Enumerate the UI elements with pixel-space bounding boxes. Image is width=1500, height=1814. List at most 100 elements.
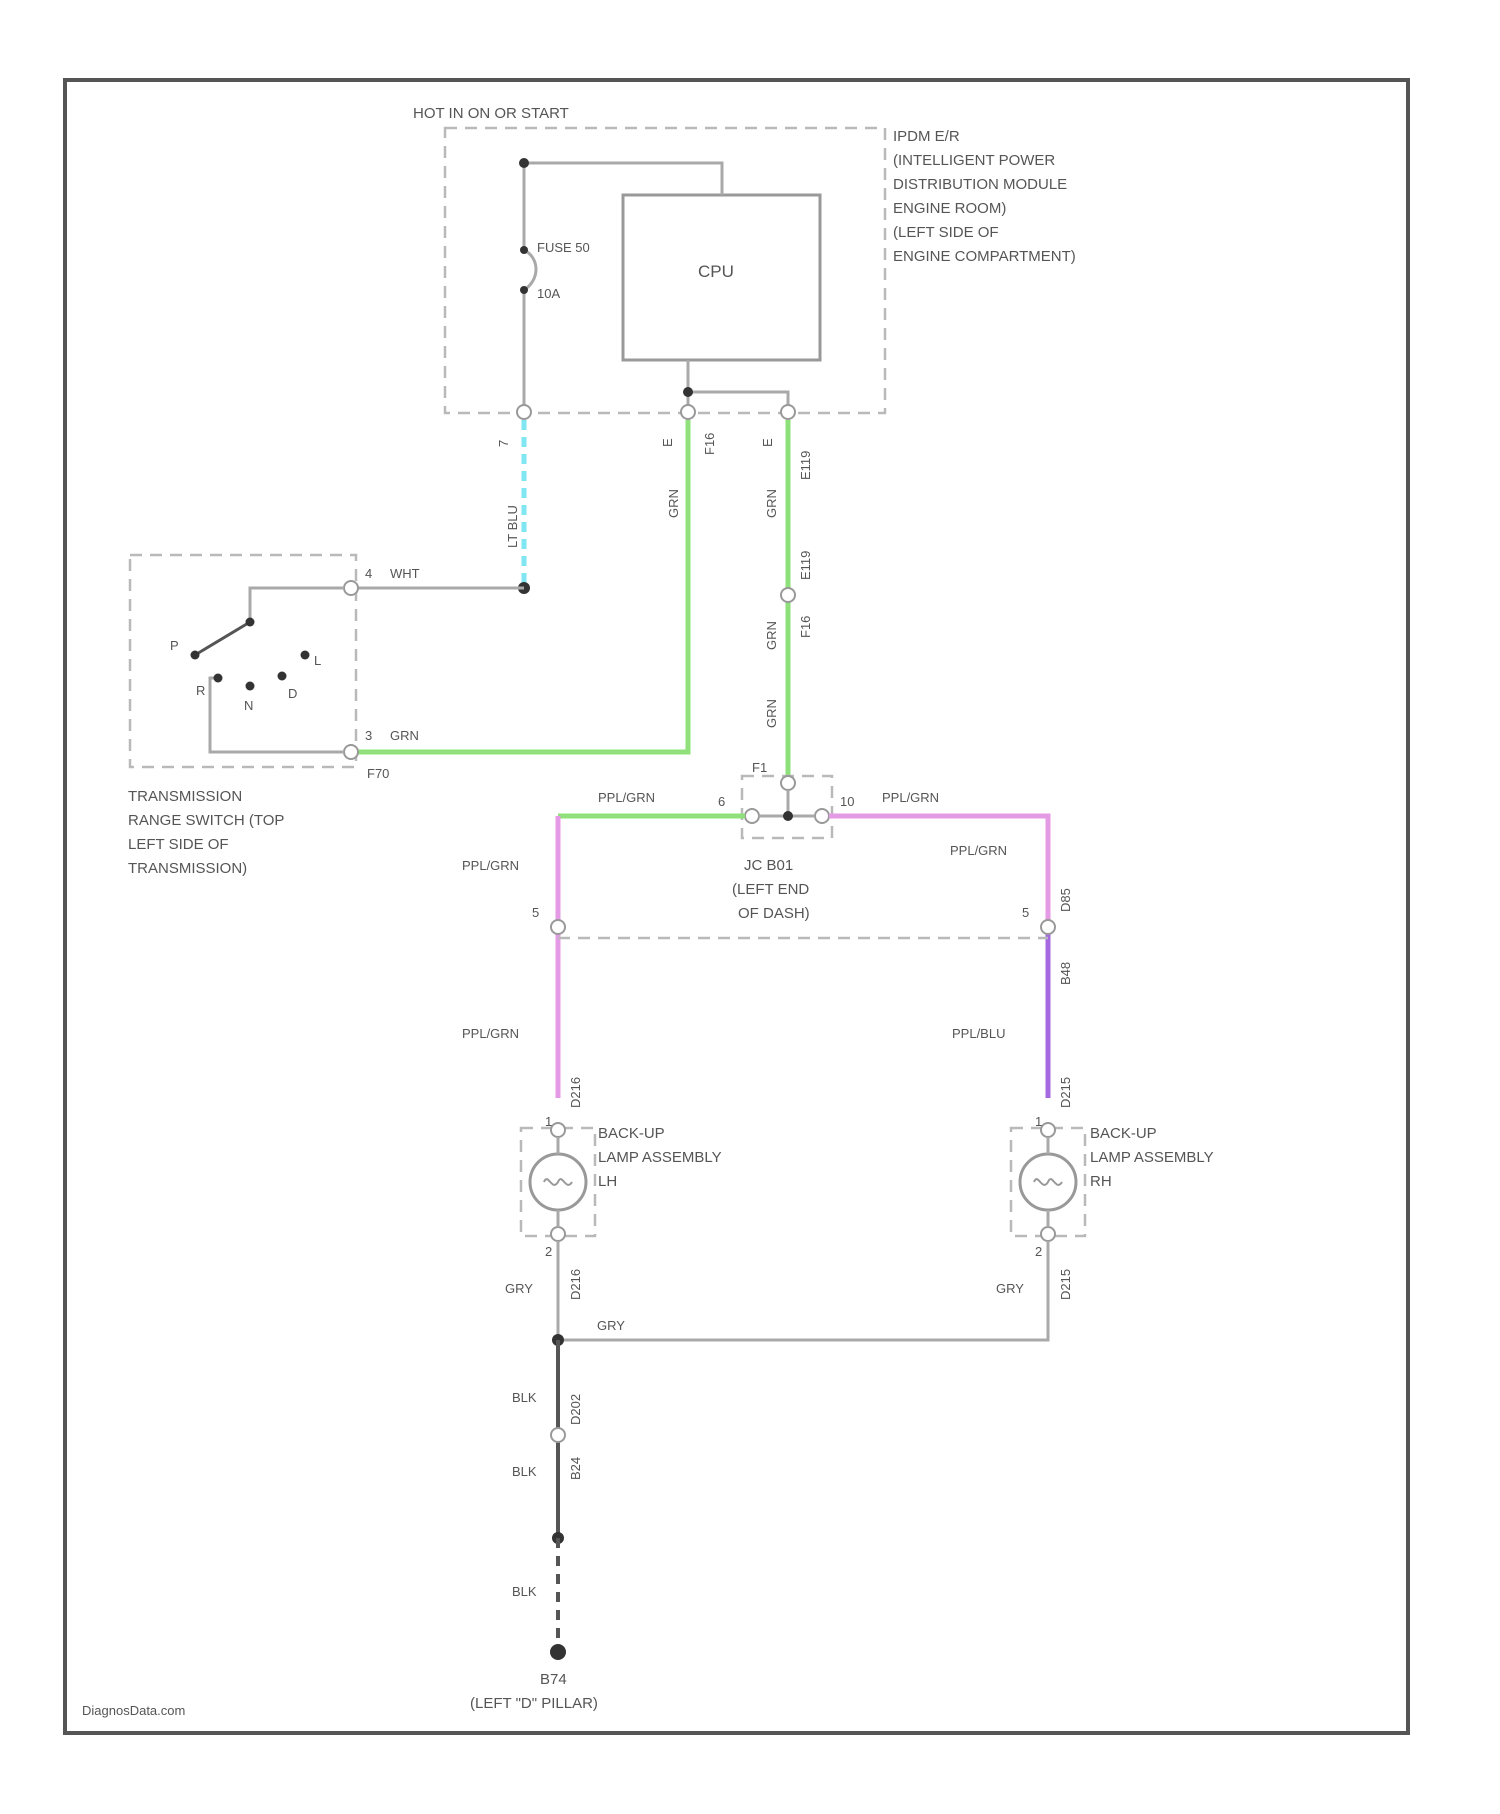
fuse-label: FUSE 50	[537, 240, 590, 255]
trs-contact-l	[301, 651, 310, 660]
harness-pin-right-label: 5	[1022, 905, 1029, 920]
lt-blu-label: LT BLU	[505, 505, 520, 548]
harness-pin-right-conn: D85	[1058, 888, 1073, 912]
trs-contact-r	[214, 674, 223, 683]
jc-pin-right	[815, 809, 829, 823]
jc-label: JC B01 (LEFT END OF DASH)	[732, 857, 810, 922]
trs-pin-top	[344, 581, 358, 595]
ppl-grn-label-4: PPL/GRN	[950, 843, 1007, 858]
gry-wire-rh	[558, 1241, 1048, 1340]
cpu-output-wire	[688, 360, 788, 410]
trs-pos-p: P	[170, 638, 179, 653]
ipdm-pin-right-conn: E119	[798, 451, 813, 480]
inline-pin-grn-conn: E119	[798, 551, 813, 580]
ppl-grn-label-5: PPL/GRN	[462, 1026, 519, 1041]
lamp-lh-label: BACK-UP LAMP ASSEMBLY LH	[598, 1125, 722, 1190]
ipdm-pin-right-label: E	[760, 438, 775, 447]
grn-label-1: GRN	[666, 489, 681, 518]
grn-label-3: GRN	[764, 621, 779, 650]
jc-pin-top-label: F1	[752, 760, 767, 775]
lamp-lh-pin-bottom-label: 2	[545, 1244, 552, 1259]
svg-text:DISTRIBUTION MODULE: DISTRIBUTION MODULE	[893, 176, 1067, 193]
lamp-rh-pin-top	[1041, 1123, 1055, 1137]
lamp-lh-pin-top-label: 1	[545, 1114, 552, 1129]
svg-text:TRANSMISSION): TRANSMISSION)	[128, 860, 247, 877]
trs-pos-r: R	[196, 683, 205, 698]
ipdm-pin-right	[781, 405, 795, 419]
fuse-50	[524, 250, 536, 290]
trs-pos-l: L	[314, 653, 321, 668]
blk-label-2: BLK	[512, 1464, 537, 1479]
trs-reverse-wire	[210, 678, 344, 752]
trs-pivot	[246, 618, 255, 627]
jc-pin-left	[745, 809, 759, 823]
harness-pin-left-label: 5	[532, 905, 539, 920]
svg-text:RANGE SWITCH (TOP: RANGE SWITCH (TOP	[128, 812, 284, 829]
svg-text:TRANSMISSION: TRANSMISSION	[128, 788, 242, 805]
svg-text:OF DASH): OF DASH)	[738, 905, 810, 922]
wht-label: WHT	[390, 566, 420, 581]
blk-label-3: BLK	[512, 1584, 537, 1599]
ipdm-feed-wire	[524, 163, 722, 195]
fuse-dot-top	[520, 246, 528, 254]
blk-label-1: BLK	[512, 1390, 537, 1405]
trs-label: TRANSMISSION RANGE SWITCH (TOP LEFT SIDE…	[128, 788, 284, 877]
svg-text:(LEFT SIDE OF: (LEFT SIDE OF	[893, 224, 999, 241]
gry-label-1: GRY	[505, 1281, 533, 1296]
harness-pin-left	[551, 920, 565, 934]
ground-point	[550, 1644, 566, 1660]
ipdm-junction-dot	[519, 158, 529, 168]
svg-text:LAMP ASSEMBLY: LAMP ASSEMBLY	[1090, 1149, 1214, 1166]
svg-text:LEFT SIDE OF: LEFT SIDE OF	[128, 836, 229, 853]
svg-text:LAMP ASSEMBLY: LAMP ASSEMBLY	[598, 1149, 722, 1166]
power-feed-label: HOT IN ON OR START	[413, 105, 569, 122]
trs-conn-label: F70	[367, 766, 389, 781]
svg-text:JC B01: JC B01	[744, 857, 793, 874]
trs-pos-d: D	[288, 686, 297, 701]
lamp-lh-pin-bottom	[551, 1227, 565, 1241]
watermark: DiagnosData.com	[82, 1703, 185, 1718]
trs-common-wire	[250, 588, 344, 622]
ppl-grn-wire-right	[829, 816, 1048, 927]
blk-inline-pin	[551, 1428, 565, 1442]
lamp-rh-pin-bottom	[1041, 1227, 1055, 1241]
ppl-grn-label-1: PPL/GRN	[598, 790, 655, 805]
jc-pin-left-label: 6	[718, 794, 725, 809]
ipdm-label: IPDM E/R (INTELLIGENT POWER DISTRIBUTION…	[893, 128, 1076, 265]
cpu-output-dot	[683, 387, 693, 397]
svg-text:(INTELLIGENT POWER: (INTELLIGENT POWER	[893, 152, 1055, 169]
inline-pin-grn	[781, 588, 795, 602]
grn-label-4: GRN	[764, 699, 779, 728]
ground-label: B74 (LEFT "D" PILLAR)	[470, 1671, 598, 1712]
svg-text:(LEFT "D" PILLAR): (LEFT "D" PILLAR)	[470, 1695, 598, 1712]
gry-label-3: GRY	[597, 1318, 625, 1333]
svg-text:BACK-UP: BACK-UP	[598, 1125, 665, 1142]
svg-text:ENGINE COMPARTMENT): ENGINE COMPARTMENT)	[893, 248, 1076, 265]
jc-internal-dot	[783, 811, 793, 821]
trs-pin-bottom	[344, 745, 358, 759]
gnd-conn-2-label: B24	[568, 1457, 583, 1480]
trs-pos-n: N	[244, 698, 253, 713]
ppl-blu-label: PPL/BLU	[952, 1026, 1005, 1041]
grn-label-2: GRN	[764, 489, 779, 518]
trs-contact-p	[191, 651, 200, 660]
trs-switch-blade	[195, 622, 250, 655]
trs-contact-n	[246, 682, 255, 691]
ipdm-pin-mid-conn: F16	[702, 433, 717, 455]
trs-contact-d	[278, 672, 287, 681]
lamp-rh-bot-conn-label: D215	[1058, 1269, 1073, 1300]
svg-text:(LEFT END: (LEFT END	[732, 881, 809, 898]
lamp-rh-label: BACK-UP LAMP ASSEMBLY RH	[1090, 1125, 1214, 1190]
fuse-amps-label: 10A	[537, 286, 560, 301]
lamp-rh-pin-bottom-label: 2	[1035, 1244, 1042, 1259]
gry-label-2: GRY	[996, 1281, 1024, 1296]
svg-text:BACK-UP: BACK-UP	[1090, 1125, 1157, 1142]
trs-pin-top-label: 4	[365, 566, 372, 581]
svg-text:RH: RH	[1090, 1173, 1112, 1190]
ipdm-pin-mid	[681, 405, 695, 419]
harness-pin-right	[1041, 920, 1055, 934]
svg-text:B74: B74	[540, 1671, 567, 1688]
fuse-dot-bottom	[520, 286, 528, 294]
trs-grn-label: GRN	[390, 728, 419, 743]
gnd-conn-1-label: D202	[568, 1394, 583, 1425]
